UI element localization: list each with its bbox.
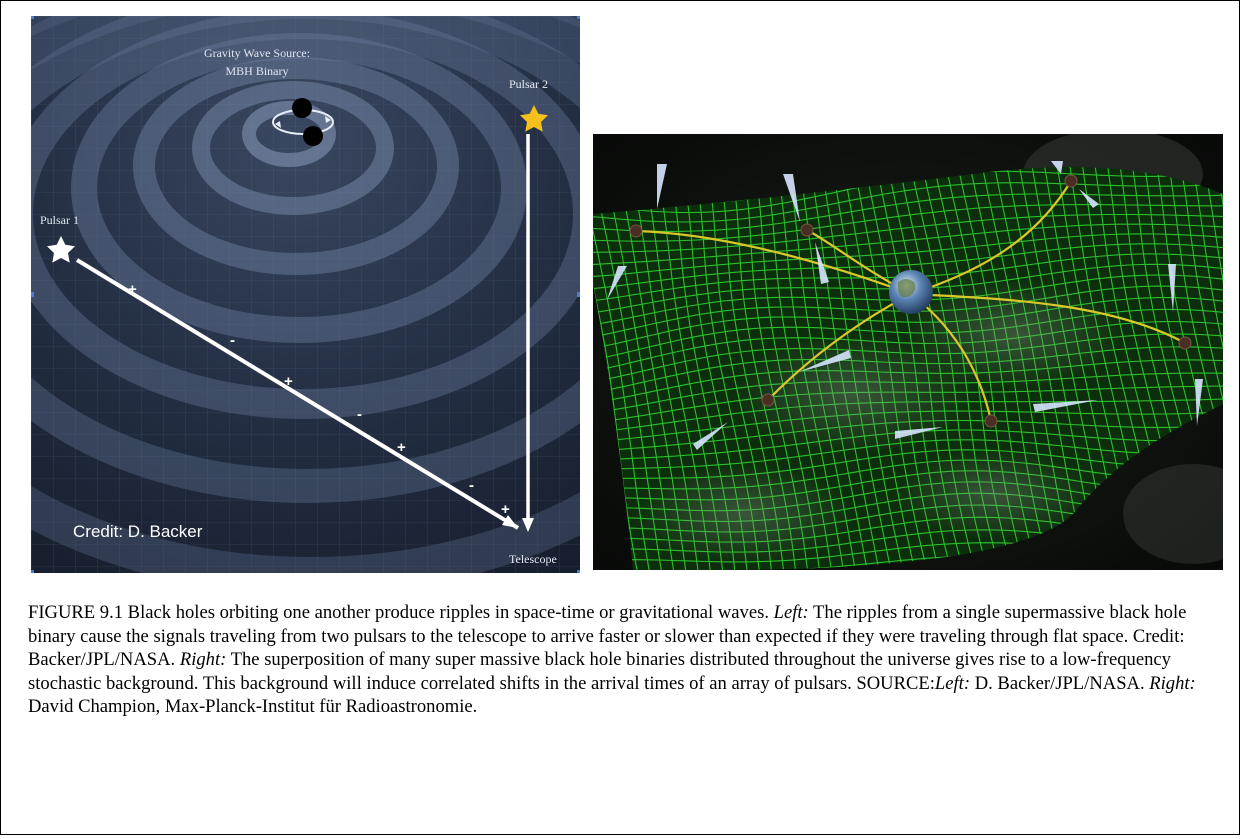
pulsar-beams bbox=[607, 161, 1203, 450]
pulsar-dots bbox=[629, 174, 1192, 428]
spacetime-grid-image bbox=[593, 134, 1223, 570]
pulsar1-label: Pulsar 1 bbox=[40, 213, 79, 227]
caption-text: The superposition of many super massive … bbox=[28, 649, 1171, 694]
caption-text: FIGURE 9.1 Black holes orbiting one anot… bbox=[28, 602, 774, 623]
path-sign: - bbox=[357, 406, 362, 423]
caption-text: The ripples from a single supermassive b… bbox=[28, 602, 1187, 670]
ripple-image: Gravity Wave Source: MBH Binary Pulsar 1… bbox=[31, 16, 580, 573]
path-sign: + bbox=[284, 373, 293, 390]
caption-text: David Champion, Max-Planck-Institut für … bbox=[28, 696, 478, 717]
telescope-label: Telescope bbox=[509, 552, 557, 566]
source-label-line2: MBH Binary bbox=[226, 64, 289, 78]
caption-left-label: Left: bbox=[934, 672, 971, 694]
pulsar-timing-array-image bbox=[593, 134, 1223, 570]
caption-right-label: Right: bbox=[179, 649, 227, 670]
path-sign: + bbox=[128, 281, 137, 298]
path-sign: - bbox=[230, 332, 235, 349]
pulsar2-label: Pulsar 2 bbox=[509, 77, 548, 91]
source-label-line1: Gravity Wave Source: bbox=[204, 46, 310, 60]
credit-label: Credit: D. Backer bbox=[73, 522, 203, 541]
figure-caption: FIGURE 9.1 Black holes orbiting one anot… bbox=[28, 601, 1233, 719]
caption-text: D. Backer/JPL/NASA. bbox=[970, 672, 1150, 694]
gravity-wave-diagram: Gravity Wave Source: MBH Binary Pulsar 1… bbox=[31, 16, 580, 573]
caption-right-label: Right: bbox=[1149, 672, 1196, 694]
caption-left-label: Left: bbox=[773, 602, 809, 623]
path-sign: + bbox=[397, 439, 406, 456]
path-sign: + bbox=[501, 501, 510, 518]
path-sign: - bbox=[469, 477, 474, 494]
